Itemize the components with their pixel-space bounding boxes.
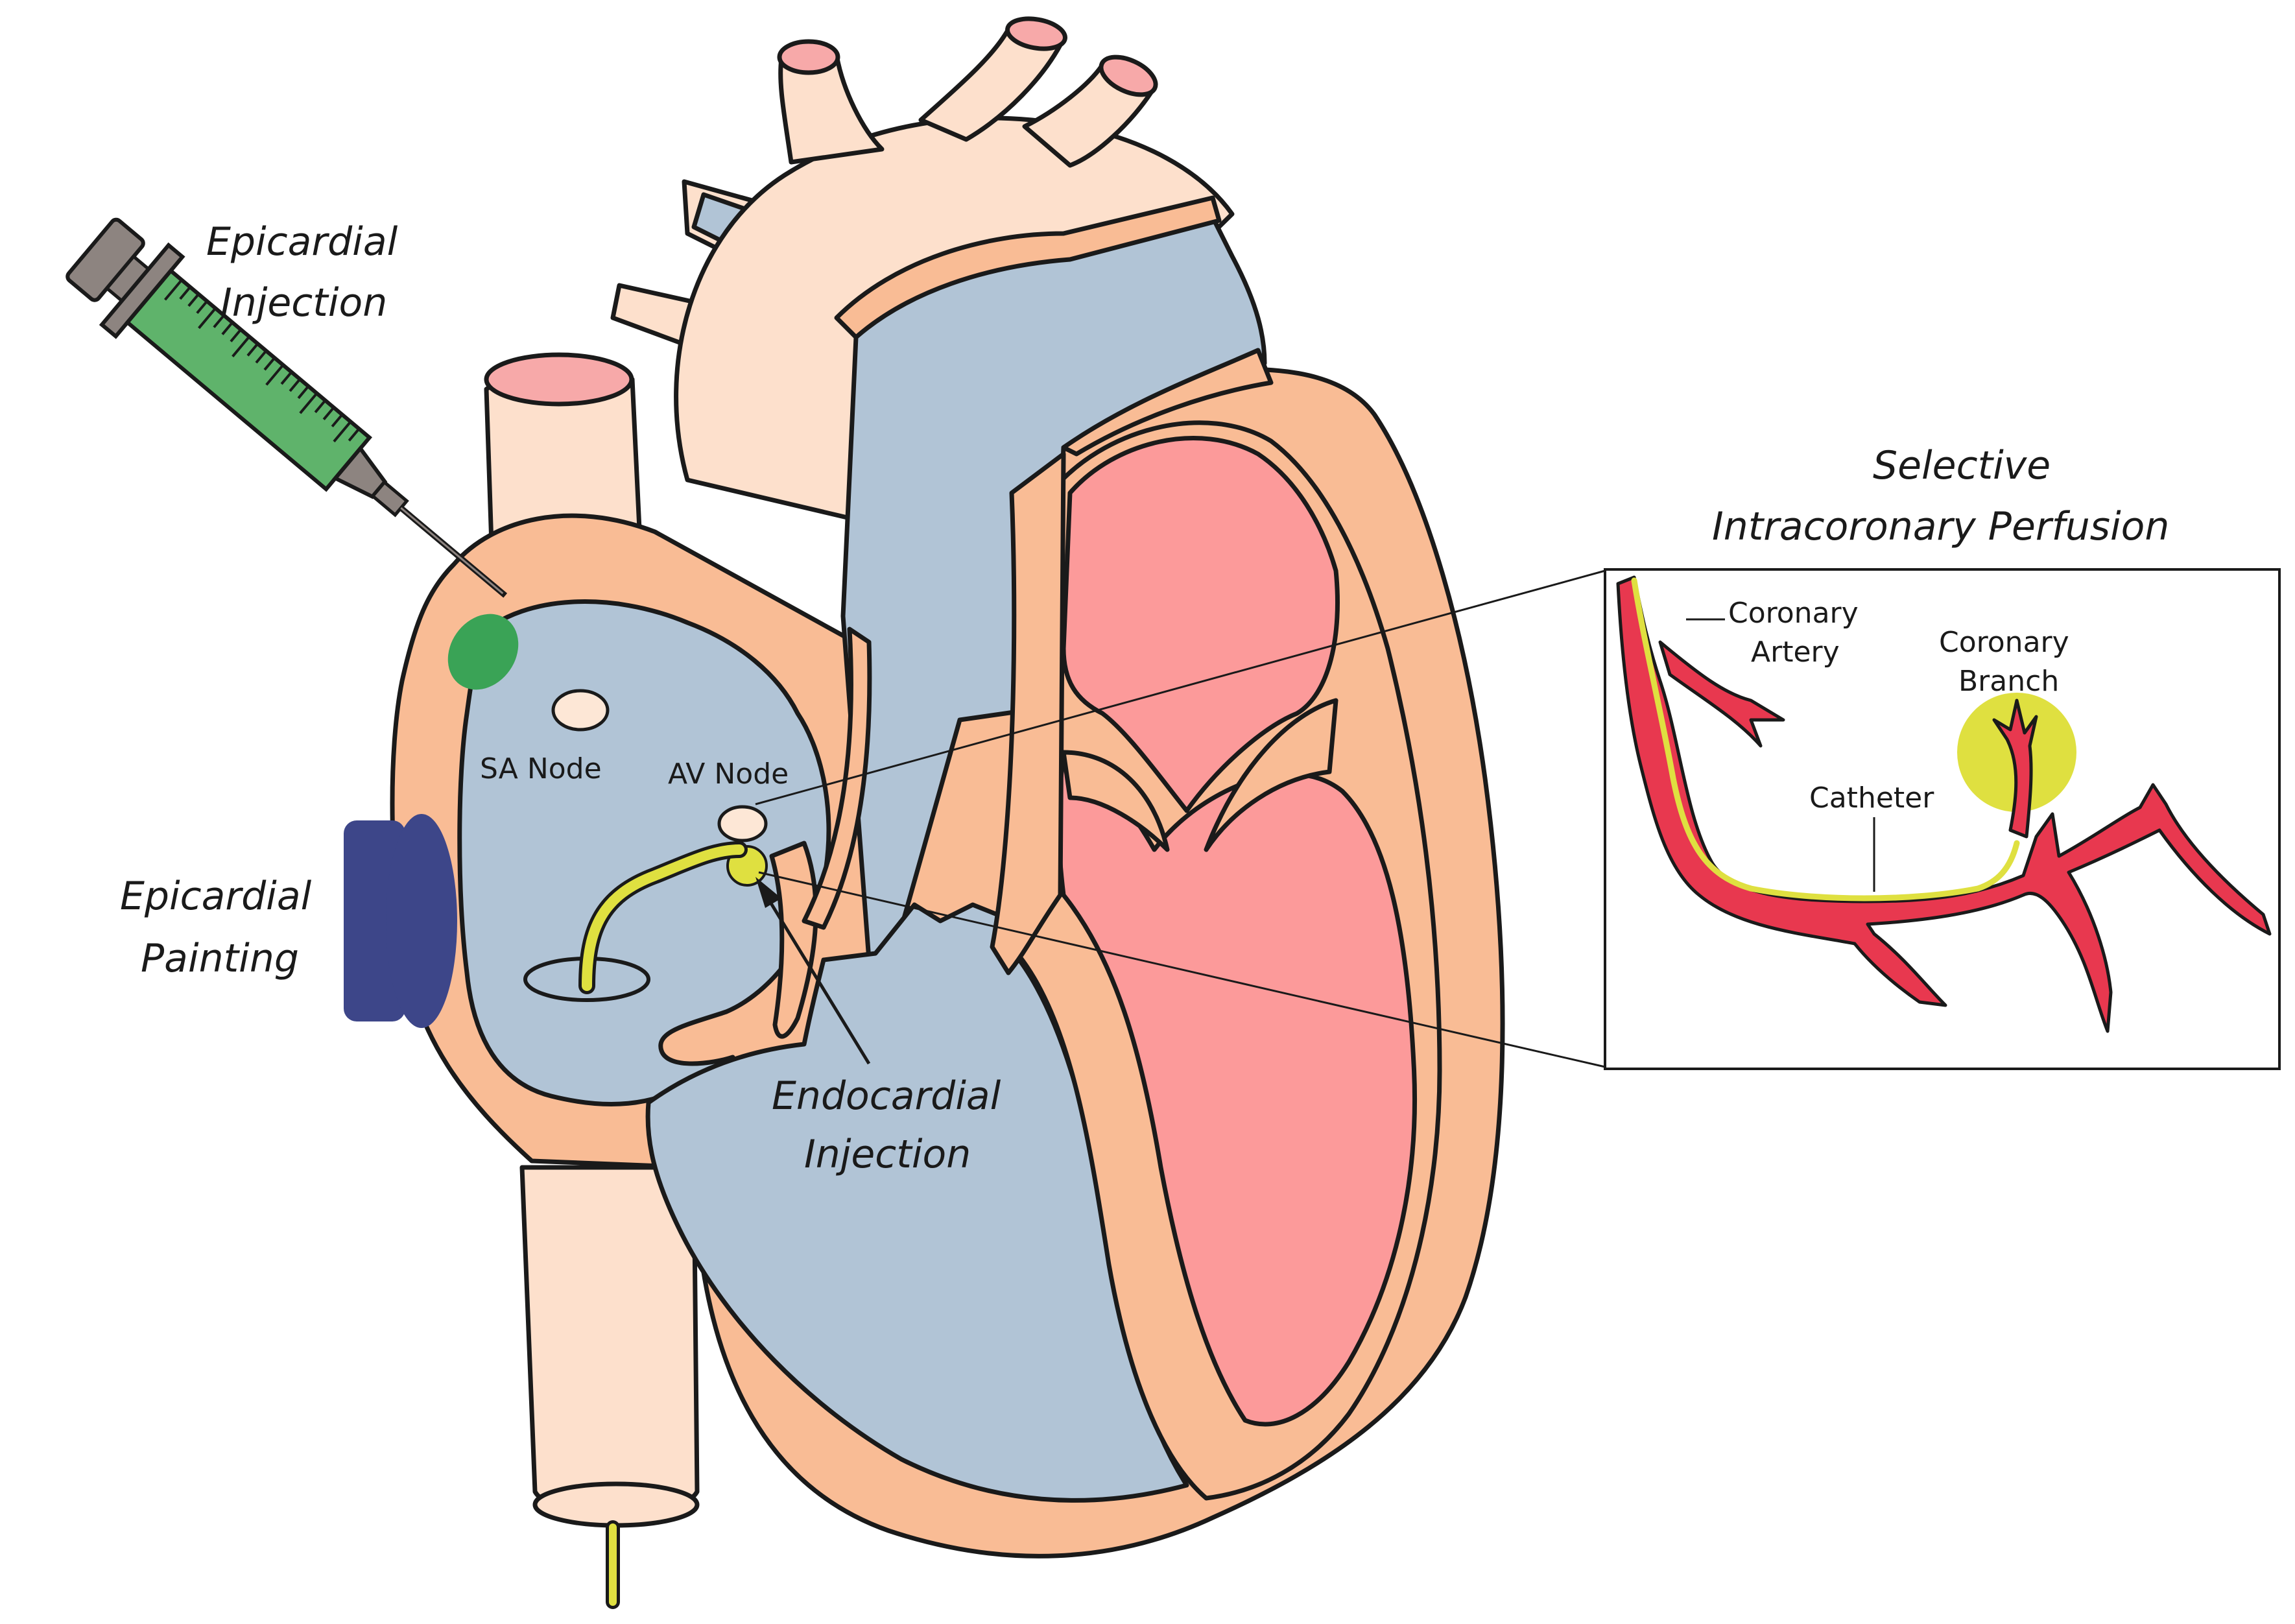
epicardial-patch-inner xyxy=(386,814,457,1028)
ivc-opening xyxy=(532,1481,700,1528)
mitral-valve-right xyxy=(1204,698,1338,852)
label-selective-2: Intracoronary Perfusion xyxy=(1712,504,2169,549)
syringe-tick xyxy=(348,427,361,442)
syringe-tick xyxy=(322,407,335,420)
coronary-twig-upper xyxy=(1658,640,1785,748)
endocardial-arrow xyxy=(760,887,871,1065)
coronary-branch-vessel xyxy=(1992,699,2038,839)
septum xyxy=(990,451,1066,975)
syringe-tick xyxy=(187,293,200,307)
syringe-tick xyxy=(297,385,310,400)
label-endocardial-injection-1: Endocardial xyxy=(772,1073,1001,1119)
label-coronary-artery-2: Artery xyxy=(1751,636,1840,669)
syringe-tick xyxy=(265,364,285,386)
syringe-scale xyxy=(163,279,361,443)
mitral-valve-left xyxy=(1061,750,1170,852)
zoom-line-bottom xyxy=(758,871,1606,1068)
syringe-tick xyxy=(232,335,250,357)
syringe-tick xyxy=(179,286,191,300)
syringe-tick xyxy=(333,420,352,443)
label-av-node: AV Node xyxy=(668,758,789,791)
svc-opening xyxy=(484,352,634,407)
syringe-tick xyxy=(331,413,344,427)
epicardial-patch-outer xyxy=(344,820,405,1021)
syringe xyxy=(65,217,508,598)
pulmonary-trunk-wall-right xyxy=(1061,348,1274,457)
syringe-needle-shine xyxy=(400,507,504,595)
label-coronary-artery-1: Coronary xyxy=(1728,597,1859,630)
left-atrium xyxy=(1061,436,1340,813)
syringe-tick xyxy=(314,400,327,414)
av-node xyxy=(717,805,768,842)
syringe-tick xyxy=(263,357,276,371)
branch-opening-1 xyxy=(777,39,840,75)
syringe-tick xyxy=(280,371,293,385)
label-coronary-branch-2: Branch xyxy=(1958,665,2059,698)
heart xyxy=(390,16,1505,1558)
epicardial-injection-site xyxy=(447,614,519,690)
pulmonary-valve-left xyxy=(802,627,872,930)
syringe-tick xyxy=(196,300,208,315)
syringe-tick xyxy=(221,321,233,335)
label-catheter: Catheter xyxy=(1809,782,1934,815)
coronary-inset xyxy=(1616,575,2272,1033)
label-endocardial-injection-2: Injection xyxy=(804,1132,971,1177)
endocardial-arrow-head xyxy=(755,877,781,908)
label-epicardial-painting-2: Painting xyxy=(141,936,299,981)
branch-opening-3 xyxy=(1099,54,1158,97)
inferior-vena-cava xyxy=(519,1165,700,1516)
pulmonary-trunk-wall xyxy=(834,195,1222,340)
sa-node xyxy=(551,689,610,732)
label-epicardial-injection-2: Injection xyxy=(220,280,387,326)
left-ventricle xyxy=(1056,756,1417,1427)
syringe-tick xyxy=(299,392,318,414)
syringe-tick xyxy=(213,314,225,328)
label-coronary-branch-1: Coronary xyxy=(1939,626,2069,659)
syringe-tick xyxy=(246,342,259,357)
label-selective-1: Selective xyxy=(1873,443,2051,488)
inset-catheter xyxy=(1631,577,2020,902)
label-epicardial-injection-1: Epicardial xyxy=(206,219,398,265)
syringe-tick xyxy=(198,307,217,329)
zoom-line-top xyxy=(755,569,1606,806)
coronary-artery-vessel xyxy=(1616,575,2272,1033)
syringe-tick xyxy=(289,378,302,392)
syringe-tick xyxy=(255,350,267,364)
label-sa-node: SA Node xyxy=(480,752,602,785)
branch-opening-2 xyxy=(1005,16,1067,51)
label-epicardial-painting-1: Epicardial xyxy=(120,874,312,919)
endocardial-catheter-fill xyxy=(582,844,744,991)
syringe-tick xyxy=(230,328,242,342)
syringe-tick xyxy=(163,279,183,301)
